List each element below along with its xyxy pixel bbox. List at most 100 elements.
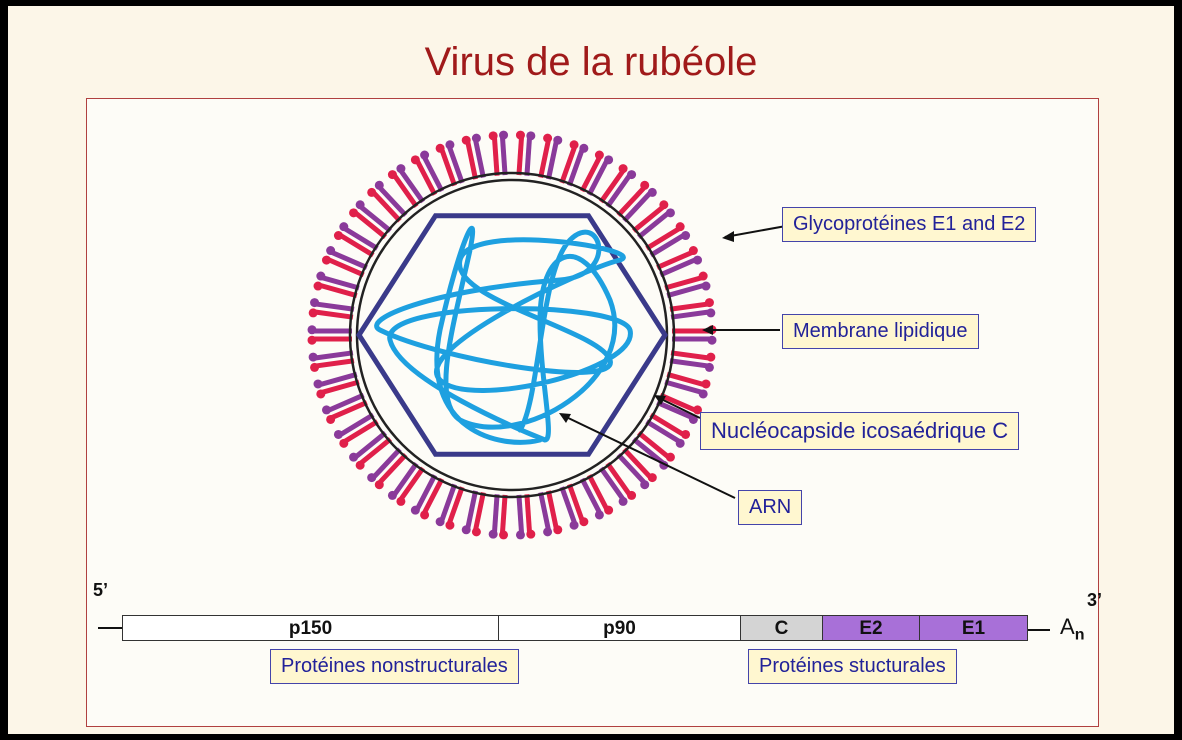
spike-e1-head xyxy=(701,379,710,388)
nucleocapsid-label: Nucléocapside icosaédrique C xyxy=(700,412,1019,450)
spike-e1-head xyxy=(699,272,708,281)
spike-e1-head xyxy=(526,530,535,539)
spike-e2-head xyxy=(322,405,331,414)
spike-e1-head xyxy=(334,231,343,240)
poly-a-subscript: n xyxy=(1075,626,1085,643)
spike-e1-head xyxy=(316,389,325,398)
spike-e2-head xyxy=(705,363,714,372)
spike-e1-stem xyxy=(313,312,353,317)
spike-e1-head xyxy=(445,521,454,530)
spike-e2-head xyxy=(308,325,317,334)
spike-e1-head xyxy=(648,473,657,482)
spike-e2-head xyxy=(604,155,613,164)
spike-e1-head xyxy=(499,530,508,539)
spike-e2-head xyxy=(339,222,348,231)
spike-e2-head xyxy=(310,298,319,307)
poly-a-tail: An xyxy=(1060,614,1084,644)
three-prime-label: 3’ xyxy=(1087,590,1102,611)
spike-e1-head xyxy=(659,200,668,209)
spike-e1-stem xyxy=(671,353,711,358)
segment-e2: E2 xyxy=(822,615,920,641)
spike-e1-head xyxy=(619,164,628,173)
spike-e2-stem xyxy=(519,495,522,535)
glycoprotein-label: Glycoprotéines E1 and E2 xyxy=(782,207,1036,242)
spike-e1-head xyxy=(367,188,376,197)
spike-e1-head xyxy=(570,140,579,149)
spike-e2-head xyxy=(706,308,715,317)
spike-e1-head xyxy=(396,497,405,506)
spike-e2-head xyxy=(579,144,588,153)
spike-e1-head xyxy=(356,461,365,470)
spike-e2-head xyxy=(619,497,628,506)
spike-e2-head xyxy=(699,389,708,398)
spike-e1-head xyxy=(462,136,471,145)
segment-p150: p150 xyxy=(122,615,499,641)
spike-e2-head xyxy=(693,256,702,265)
spike-e1-head xyxy=(339,439,348,448)
spike-e1-stem xyxy=(502,495,505,535)
spike-e1-head xyxy=(676,222,685,231)
spike-e1-head xyxy=(553,525,562,534)
spike-e1-stem xyxy=(494,136,497,176)
spike-e2-head xyxy=(411,506,420,515)
spike-e2-stem xyxy=(314,304,354,309)
spike-e2-head xyxy=(516,530,525,539)
spike-e2-head xyxy=(314,379,323,388)
glyco-pointer xyxy=(725,226,786,237)
spike-e2-head xyxy=(472,134,481,143)
spike-e1-head xyxy=(579,517,588,526)
spike-e2-head xyxy=(309,353,318,362)
spike-e2-head xyxy=(648,188,657,197)
spike-e2-head xyxy=(676,439,685,448)
spike-e2-stem xyxy=(313,353,353,358)
five-prime-label: 5’ xyxy=(93,580,108,601)
spike-e1-head xyxy=(472,527,481,536)
spike-e1-head xyxy=(604,506,613,515)
spike-e1-head xyxy=(310,363,319,372)
spike-e2-head xyxy=(701,282,710,291)
spike-e2-stem xyxy=(494,494,497,534)
segment-c: C xyxy=(740,615,823,641)
spike-e1-head xyxy=(640,181,649,190)
spike-e2-head xyxy=(543,527,552,536)
glycoprotein-spikes xyxy=(308,131,717,540)
rna-strand xyxy=(377,228,631,442)
spike-e1-head xyxy=(314,282,323,291)
spike-e2-head xyxy=(334,430,343,439)
spike-e1-stem xyxy=(519,135,522,175)
spike-e2-head xyxy=(436,517,445,526)
spike-e2-stem xyxy=(527,136,530,176)
spike-e2-head xyxy=(326,246,335,255)
spike-e1-stem xyxy=(670,304,710,309)
spike-e2-head xyxy=(640,480,649,489)
spike-e2-head xyxy=(708,336,717,345)
spike-e2-head xyxy=(499,131,508,140)
poly-a-letter: A xyxy=(1060,614,1075,639)
spike-e2-head xyxy=(388,491,397,500)
spike-e1-head xyxy=(349,208,358,217)
spike-e1-head xyxy=(489,131,498,140)
spike-e1-head xyxy=(411,155,420,164)
spike-e1-head xyxy=(543,134,552,143)
spike-e2-head xyxy=(375,181,384,190)
spike-e1-head xyxy=(705,298,714,307)
spike-e1-head xyxy=(689,246,698,255)
spike-e1-head xyxy=(308,336,317,345)
segment-e1: E1 xyxy=(919,615,1028,641)
spike-e1-head xyxy=(326,415,335,424)
spike-e2-head xyxy=(356,200,365,209)
spike-e2-head xyxy=(526,131,535,140)
spike-e1-stem xyxy=(314,361,354,366)
spike-e2-head xyxy=(445,140,454,149)
spike-e2-head xyxy=(316,272,325,281)
spike-e1-head xyxy=(706,353,715,362)
spike-e2-head xyxy=(420,151,429,160)
spike-e1-head xyxy=(516,131,525,140)
spike-e1-head xyxy=(595,151,604,160)
spike-e2-head xyxy=(367,473,376,482)
membrane-label: Membrane lipidique xyxy=(782,314,979,349)
spike-e2-head xyxy=(396,164,405,173)
spike-e1-stem xyxy=(527,494,530,534)
spike-e1-head xyxy=(309,308,318,317)
spike-e1-head xyxy=(420,510,429,519)
